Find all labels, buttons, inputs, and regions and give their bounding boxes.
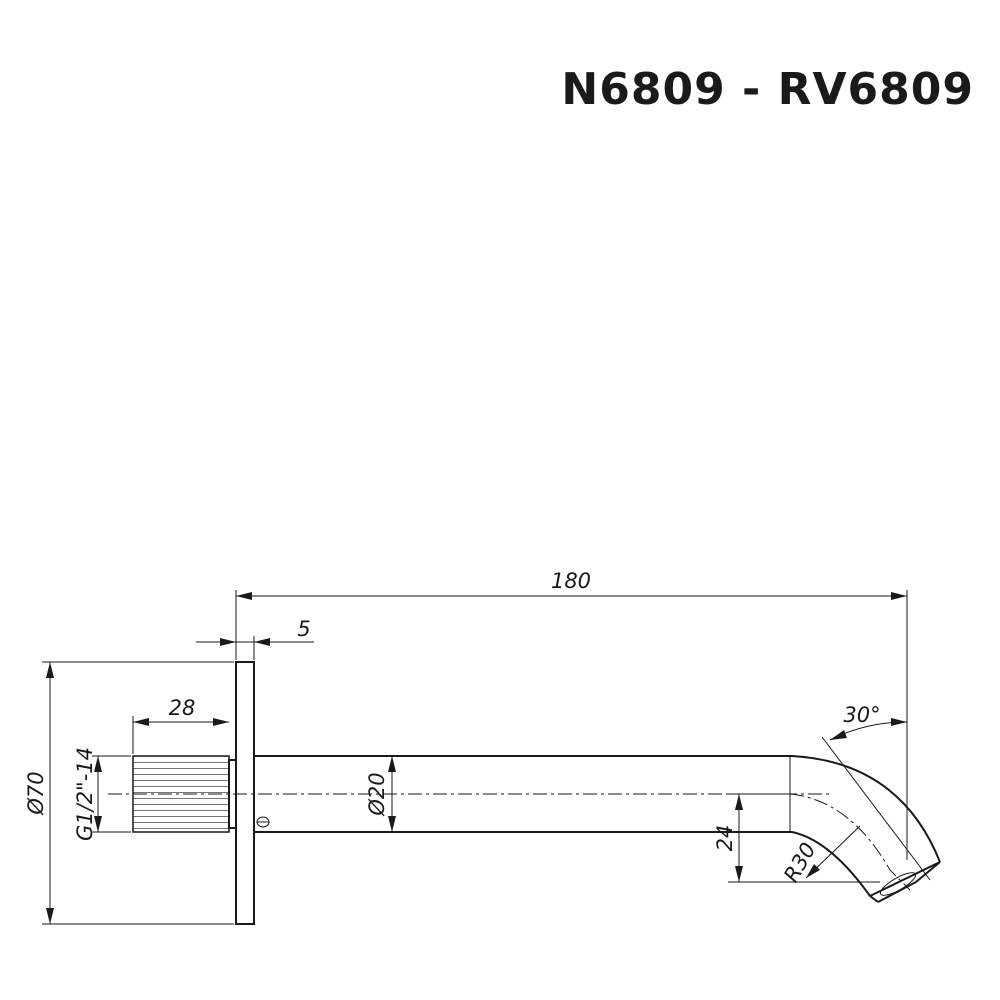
dim-flange-thickness: 5 bbox=[196, 617, 314, 646]
dim-drop: 24 bbox=[713, 794, 743, 882]
dim-bend-radius: R30 bbox=[779, 825, 861, 887]
extension-lines bbox=[42, 590, 931, 925]
dim-flange-diameter-text: Ø70 bbox=[24, 771, 48, 815]
dim-pipe-diameter: Ø20 bbox=[365, 756, 396, 832]
dim-flange-thickness-text: 5 bbox=[297, 617, 310, 641]
dim-outlet-angle-text: 30° bbox=[843, 703, 880, 727]
wall-flange bbox=[235, 661, 255, 925]
spout-pipe bbox=[254, 755, 941, 903]
dim-thread-spec: G1/2"-14 bbox=[73, 747, 102, 841]
dim-pipe-diameter-text: Ø20 bbox=[365, 772, 389, 816]
dim-outlet-angle: 30° bbox=[829, 703, 908, 741]
threaded-connector bbox=[132, 755, 237, 833]
dim-flange-diameter: Ø70 bbox=[24, 662, 54, 924]
dim-drop-text: 24 bbox=[713, 825, 737, 852]
dim-overall-length-text: 180 bbox=[551, 569, 591, 593]
dim-bend-radius-text: R30 bbox=[779, 839, 820, 887]
drawing-title: N6809 - RV6809 bbox=[561, 64, 974, 115]
dim-thread-length-text: 28 bbox=[169, 696, 196, 720]
spout-aerator bbox=[879, 872, 917, 896]
dim-thread-spec-text: G1/2"-14 bbox=[73, 747, 97, 841]
dim-thread-length: 28 bbox=[133, 696, 229, 726]
set-screw bbox=[256, 816, 270, 828]
dim-overall-length: 180 bbox=[236, 569, 907, 600]
